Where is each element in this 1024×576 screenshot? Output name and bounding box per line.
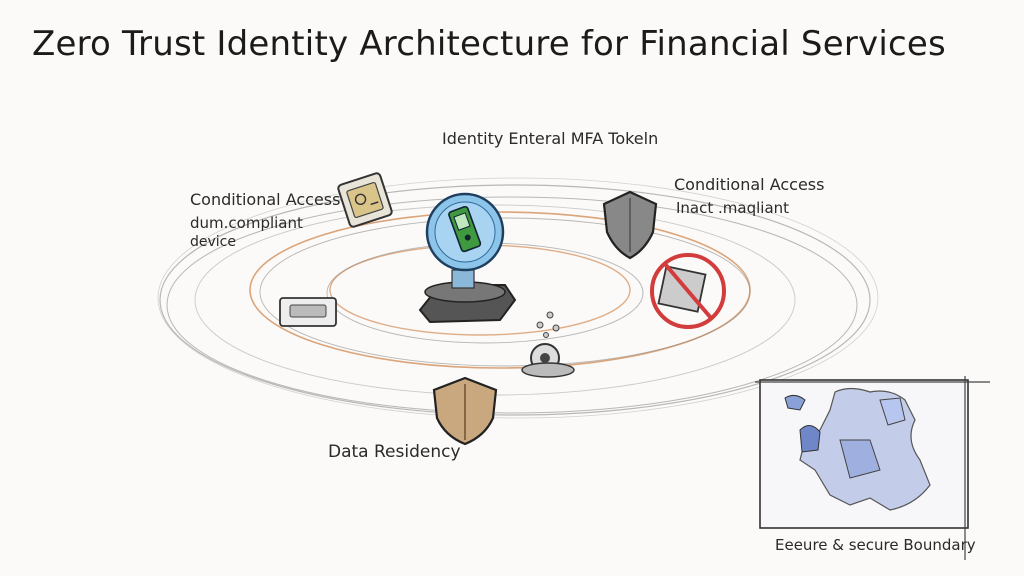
label-secure-boundary: Eeeure & secure Boundary: [775, 536, 976, 554]
label-left-sub1: dum.compliant: [190, 214, 303, 232]
page-title: Zero Trust Identity Architecture for Fin…: [32, 24, 946, 64]
label-right-title: Conditional Access: [674, 175, 825, 194]
label-right-sub: Inact .maqliant: [676, 199, 790, 217]
shield-icon: [602, 190, 658, 260]
label-data-residency: Data Residency: [328, 442, 461, 462]
shield-bottom-icon: [432, 376, 498, 446]
identity-globe-icon: [418, 192, 517, 324]
label-left-title: Conditional Access: [190, 190, 341, 209]
key-icon: [521, 311, 575, 378]
prohibited-device-icon: [650, 253, 726, 329]
label-left-sub2: device: [190, 234, 236, 250]
card-reader-icon: [279, 297, 337, 327]
europe-map-icon: [755, 376, 990, 560]
label-mfa-token: Identity Enteral MFA Tokeln: [442, 129, 659, 148]
device-icon: [337, 172, 393, 228]
